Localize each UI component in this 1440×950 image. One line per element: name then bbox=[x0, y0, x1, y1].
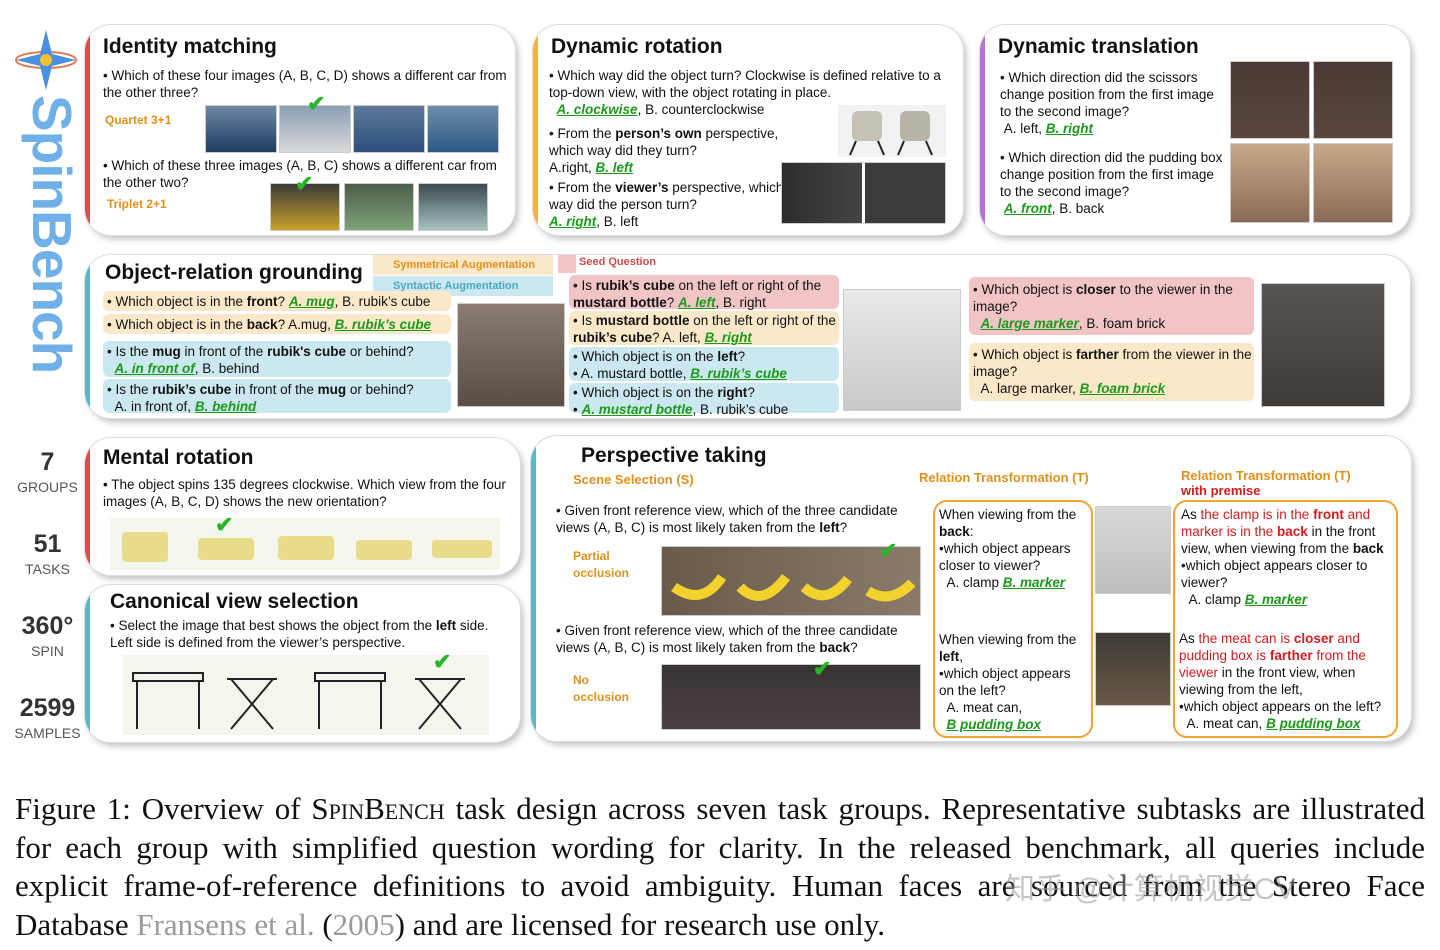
check-icon: ✔ bbox=[813, 656, 832, 681]
object-relation-panel: Object-relation grounding Symmetrical Au… bbox=[85, 255, 1410, 418]
spinbench-logo: SpinBench bbox=[21, 95, 83, 374]
cube-bottle-image bbox=[843, 289, 961, 411]
dynamic-translation-panel: Dynamic translation • Which direction di… bbox=[980, 25, 1410, 235]
dynrot-q2: • From the person’s own perspective, whi… bbox=[549, 126, 779, 175]
identity-matching-panel: Identity matching • Which of these four … bbox=[85, 25, 515, 235]
canonical-view-panel: Canonical view selection • Select the im… bbox=[85, 585, 520, 742]
car-image-d bbox=[427, 105, 499, 153]
objrel-r2: • Which object is farther from the viewe… bbox=[973, 347, 1252, 396]
pudding-image-1 bbox=[1230, 143, 1310, 223]
objrel-r1: • Which object is closer to the viewer i… bbox=[973, 282, 1233, 331]
dynamic-rotation-panel: Dynamic rotation • Which way did the obj… bbox=[533, 25, 963, 235]
mental-rotation-panel: Mental rotation • The object spins 135 d… bbox=[85, 438, 520, 575]
meatcan-image bbox=[1095, 632, 1171, 706]
check-icon: ✔ bbox=[433, 649, 452, 674]
identity-title: Identity matching bbox=[103, 35, 277, 58]
check-icon: ✔ bbox=[215, 512, 234, 537]
triplet-tag: Triplet 2+1 bbox=[107, 197, 167, 211]
objrel-l3: • Is the mug in front of the rubik's cub… bbox=[107, 344, 414, 376]
car-image-b bbox=[279, 105, 351, 153]
figure-caption: Figure 1: Overview of SpinBench task des… bbox=[15, 791, 1425, 942]
scissors-image-2 bbox=[1313, 61, 1393, 139]
legend-sym: Symmetrical Augmentation bbox=[373, 255, 553, 275]
check-icon: ✔ bbox=[307, 91, 326, 116]
car-image-1 bbox=[270, 183, 340, 231]
perspective-taking-panel: Perspective taking Scene Selection (S) R… bbox=[531, 436, 1411, 741]
relation-transform-label: Relation Transformation (T) bbox=[919, 470, 1089, 485]
dynrot-q1: • Which way did the object turn? Clockwi… bbox=[549, 68, 941, 117]
persp-t1: When viewing from the back:•which object… bbox=[939, 507, 1077, 590]
premise-box bbox=[1173, 500, 1398, 738]
car-image-c bbox=[353, 105, 425, 153]
logo-star-icon bbox=[14, 28, 78, 92]
persp-title: Perspective taking bbox=[581, 444, 767, 467]
objrel-l2: • Which object is in the back? A.mug, B.… bbox=[107, 317, 432, 332]
clamp-image bbox=[1095, 506, 1171, 594]
check-icon: ✔ bbox=[295, 171, 314, 196]
objrel-l1: • Which object is in the front? A. mug, … bbox=[107, 294, 431, 309]
dyntrans-q1: • Which direction did the scissors chang… bbox=[1000, 70, 1214, 136]
persp-p1: As the clamp is in the front and marker … bbox=[1181, 507, 1384, 607]
identity-q1: • Which of these four images (A, B, C, D… bbox=[103, 68, 507, 100]
legend-seed: Seed Question bbox=[579, 256, 657, 268]
scene-selection-label: Scene Selection (S) bbox=[573, 472, 694, 487]
check-icon: ✔ bbox=[879, 538, 898, 563]
mental-title: Mental rotation bbox=[103, 446, 254, 469]
legend-seed-swatch bbox=[558, 255, 576, 273]
dyntrans-title: Dynamic translation bbox=[998, 35, 1199, 58]
objrel-m2: • Is mustard bottle on the left or right… bbox=[573, 313, 836, 345]
dyntrans-q2: • Which direction did the pudding box ch… bbox=[1000, 150, 1223, 216]
dynrot-title: Dynamic rotation bbox=[551, 35, 723, 58]
persp-s1: • Given front reference view, which of t… bbox=[556, 503, 898, 535]
marker-brick-image bbox=[1261, 283, 1385, 407]
canonical-q: • Select the image that best shows the o… bbox=[110, 618, 489, 650]
car-image-a bbox=[205, 105, 277, 153]
mug-cube-image bbox=[457, 303, 565, 407]
stat-spin: 360°SPIN bbox=[21, 612, 74, 659]
mental-q: • The object spins 135 degrees clockwise… bbox=[103, 477, 506, 509]
chair-images bbox=[838, 105, 946, 157]
identity-q2: • Which of these three images (A, B, C) … bbox=[103, 158, 497, 190]
pudding-image-2 bbox=[1313, 143, 1393, 223]
scissors-image-1 bbox=[1230, 61, 1310, 139]
banana-images bbox=[661, 546, 921, 616]
persp-p2: As the meat can is closer and pudding bo… bbox=[1179, 631, 1382, 731]
partial-occlusion-tag: Partial occlusion bbox=[573, 549, 630, 580]
person-images bbox=[781, 162, 946, 224]
marker-images bbox=[661, 664, 921, 730]
objrel-m4: • Which object is on the right?• A. must… bbox=[573, 385, 789, 417]
objrel-l4: • Is the rubik’s cube in front of the mu… bbox=[107, 382, 414, 414]
relation-transform-premise-label: Relation Transformation (T)with premise bbox=[1181, 468, 1351, 498]
car-image-3 bbox=[418, 183, 488, 231]
persp-t2: When viewing from the left,•which object… bbox=[939, 632, 1077, 732]
canonical-title: Canonical view selection bbox=[110, 590, 359, 613]
sofa-images bbox=[110, 518, 500, 570]
relation-box bbox=[933, 500, 1093, 738]
dynrot-q3: • From the viewer’s perspective, which w… bbox=[549, 180, 784, 229]
objrel-m3: • Which object is on the left?• A. musta… bbox=[573, 349, 787, 381]
no-occlusion-tag: No occlusion bbox=[573, 673, 630, 704]
car-image-2 bbox=[344, 183, 414, 231]
desk-images bbox=[123, 655, 489, 735]
objrel-m1: • Is rubik’s cube on the left or right o… bbox=[573, 278, 822, 310]
persp-s2: • Given front reference view, which of t… bbox=[556, 623, 898, 655]
watermark: 知乎 @计算机视觉CV bbox=[1005, 873, 1296, 906]
objrel-title: Object-relation grounding bbox=[105, 261, 363, 284]
quartet-tag: Quartet 3+1 bbox=[105, 113, 172, 127]
